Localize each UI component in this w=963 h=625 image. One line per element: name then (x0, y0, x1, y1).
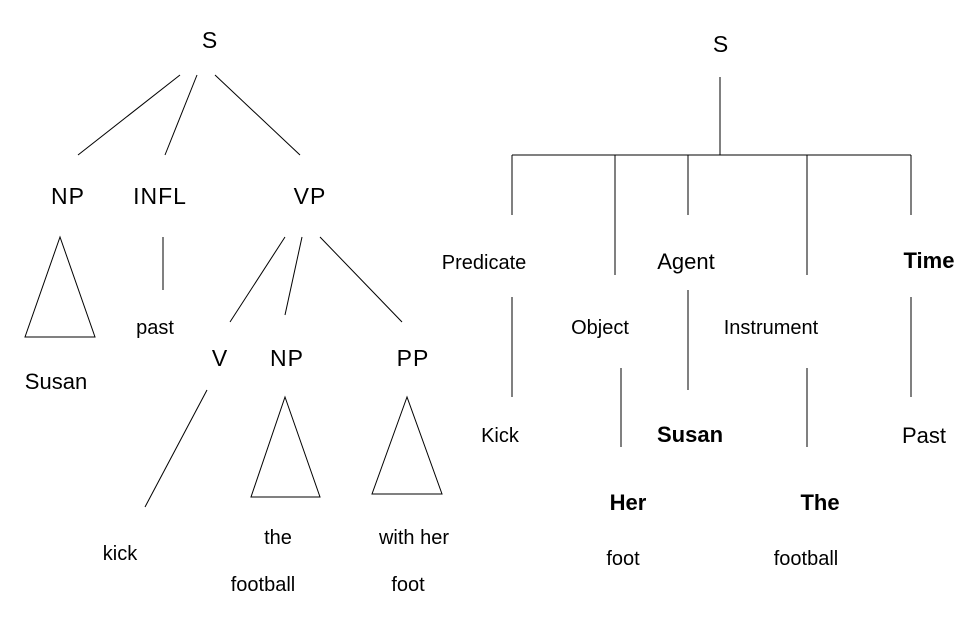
left-phrase-structure-tree: S NP INFL VP Susan past V NP PP kick the… (24, 27, 449, 596)
np2-node: NP (270, 345, 304, 371)
edge (284, 236, 303, 316)
edge (144, 389, 208, 508)
pp-node: PP (397, 345, 430, 371)
subject-word: Susan (25, 369, 87, 394)
np-triangle (24, 235, 96, 338)
time-node: Time (904, 248, 955, 273)
object-word-line1: Her (610, 490, 647, 515)
edge (319, 236, 403, 323)
predicate-word: Kick (481, 425, 520, 447)
infl-word: past (136, 317, 174, 339)
instrument-word-line2: football (774, 548, 839, 570)
predicate-node: Predicate (442, 252, 527, 274)
object-line1: the (264, 527, 292, 549)
verb-word: kick (103, 543, 138, 565)
right-root-node: S (713, 31, 729, 57)
vp-node: VP (294, 183, 327, 209)
object-word-line2: foot (606, 548, 640, 570)
edge (229, 236, 286, 323)
np-node: NP (51, 183, 85, 209)
np2-triangle (250, 395, 321, 498)
time-word: Past (902, 423, 946, 448)
infl-node: INFL (133, 183, 187, 209)
edge (77, 74, 181, 156)
object-line2: football (231, 574, 296, 596)
edge (164, 74, 198, 156)
pp-line1: with her (378, 527, 449, 549)
agent-word: Susan (657, 422, 723, 447)
v-node: V (212, 345, 228, 371)
edge (214, 74, 301, 156)
pp-triangle (371, 395, 443, 495)
instrument-word-line1: The (800, 490, 839, 515)
left-root-node: S (202, 27, 218, 53)
agent-node: Agent (657, 249, 715, 274)
pp-line2: foot (391, 574, 425, 596)
instrument-node: Instrument (724, 317, 819, 339)
object-node: Object (571, 317, 629, 339)
right-case-grammar-tree: S Predicate Agent Time Object Instrument… (442, 31, 955, 570)
